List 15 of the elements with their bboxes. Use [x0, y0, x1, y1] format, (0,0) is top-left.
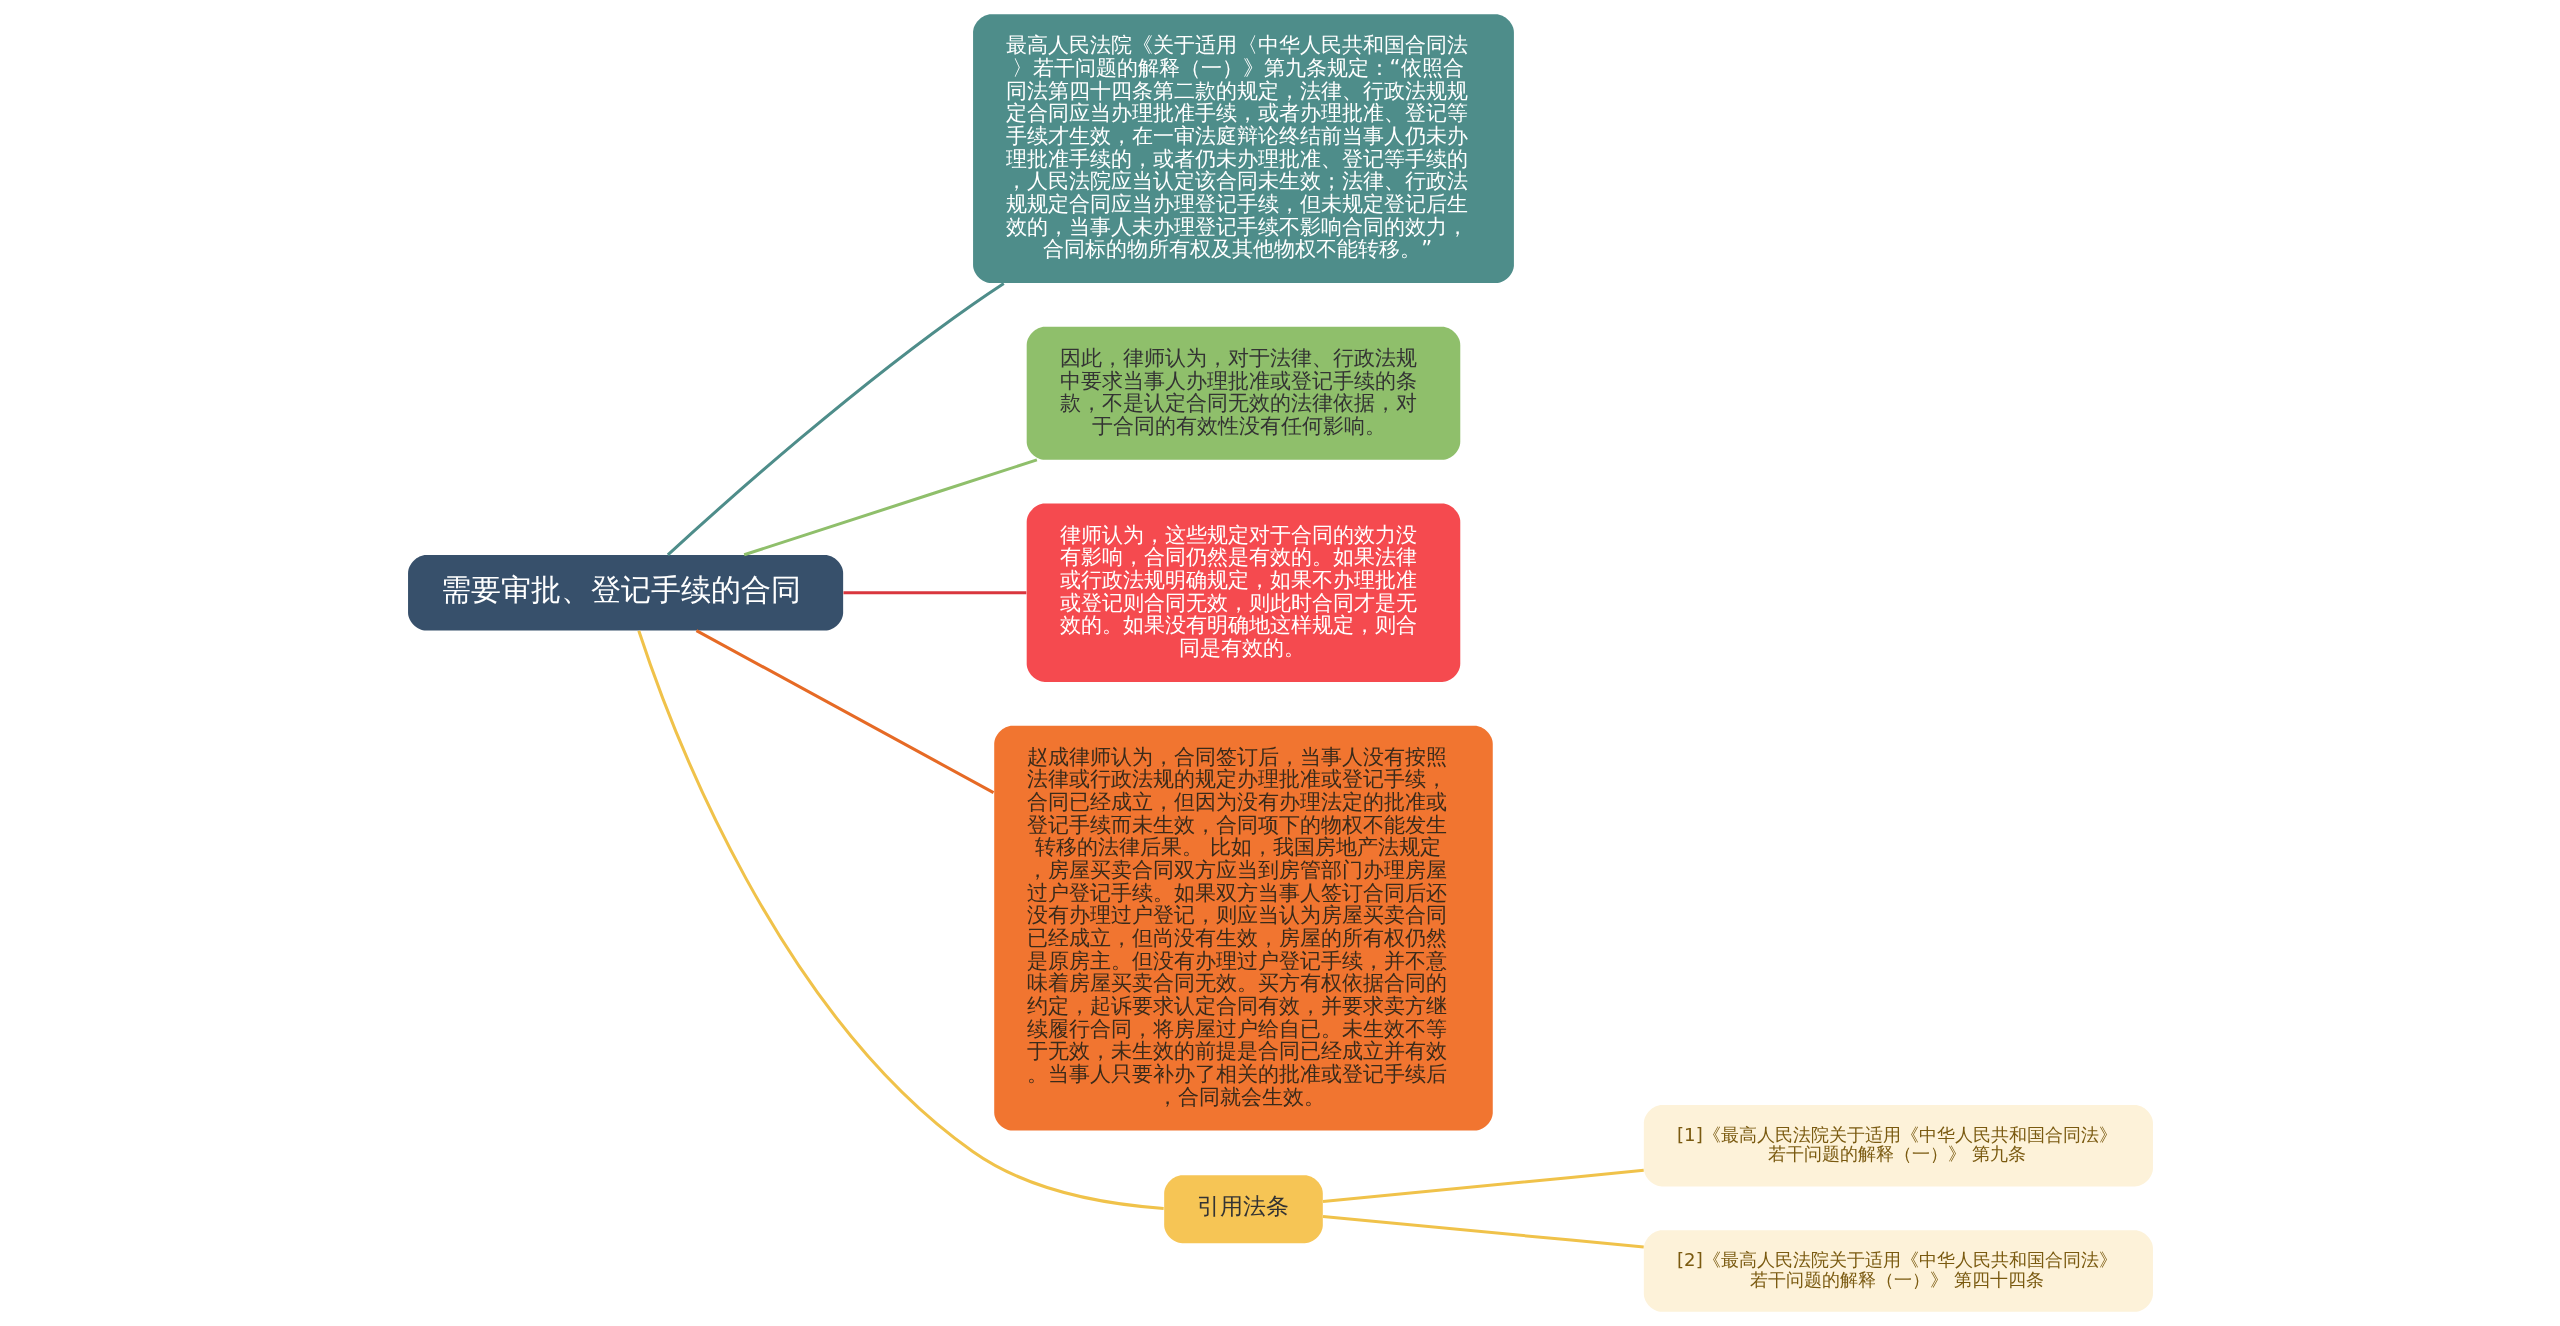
node-box: [2]《最高人民法院关于适用《中华人民共和国合同法》若干问题的解释（一）》 第四十四条: [1643, 1230, 2153, 1312]
connector: [636, 630, 1164, 1210]
node-box: 因此，律师认为，对于法律、行政法规中要求当事人办理批准或登记手续的条款，不是认定合同无效的法律依据，对于合同的有效性没有任何影响。: [1026, 326, 1460, 460]
node-box: 需要审批、登记手续的合同: [407, 555, 843, 631]
connector: [842, 591, 1026, 595]
node-box: 引用法条: [1163, 1175, 1323, 1244]
connector: [1322, 1215, 1644, 1249]
node-box: 律师认为，这些规定对于合同的效力没有影响，合同仍然是有效的。如果法律或行政法规明确规定，如果不办理批准或登记则合同无效，则此时合同才是无效的。如果没有明确地这样规定，则合同是有效的。: [1026, 503, 1460, 682]
connector: [695, 629, 994, 794]
node-box: 最高人民法院《关于适用〈中华人民共和国合同法〉若干问题的解释（一）》第九条规定：“依照合同法第四十四条第二款的规定，法律、行政法规规定合同应当办理批准手续，或者办理批准、登记等手续才生效，在一审法庭辩论终结前当事人仍未办理批准手续的，或者仍未办理批准、登记等手续的，人民法院应当认定该合同未生效；法律、行政法规规定合同应当办理登记手续，但未规定登记后生效的，当事人未办理登记手续不影响合同的效力，合同标的物所有权及其他物权不能转移。”: [972, 14, 1514, 284]
node-box: [1]《最高人民法院关于适用《中华人民共和国合同法》若干问题的解释（一）》 第九条: [1643, 1104, 2153, 1187]
connector: [743, 458, 1037, 557]
node-box: 赵成律师认为，合同签订后，当事人没有按照法律或行政法规的规定办理批准或登记手续，合同已经成立，但因为没有办理法定的批准或登记手续而未生效，合同项下的物权不能发生转移的法律后果。 比如，我国房地产法规定，房屋买卖合同双方应当到房管部门办理房屋过户登记手续。如果双方当事人签订合同后还没有办理过户登记，则应当认为房屋买卖合同已经成立，但尚没有生效，房屋的所有权仍然是原房主。但没有办理过户登记手续，并不意味着房屋买卖合同无效。买方有权依据合同的约定，起诉要求认定合同有效，并要求卖方继续履行合同，将房屋过户给自已。未生效不等于无效，未生效的前提是合同已经成立并有效。当事人只要补办了相关的批准或登记手续后，合同就会生效。: [993, 725, 1493, 1131]
connector: [666, 282, 1005, 556]
connector: [1322, 1168, 1644, 1204]
